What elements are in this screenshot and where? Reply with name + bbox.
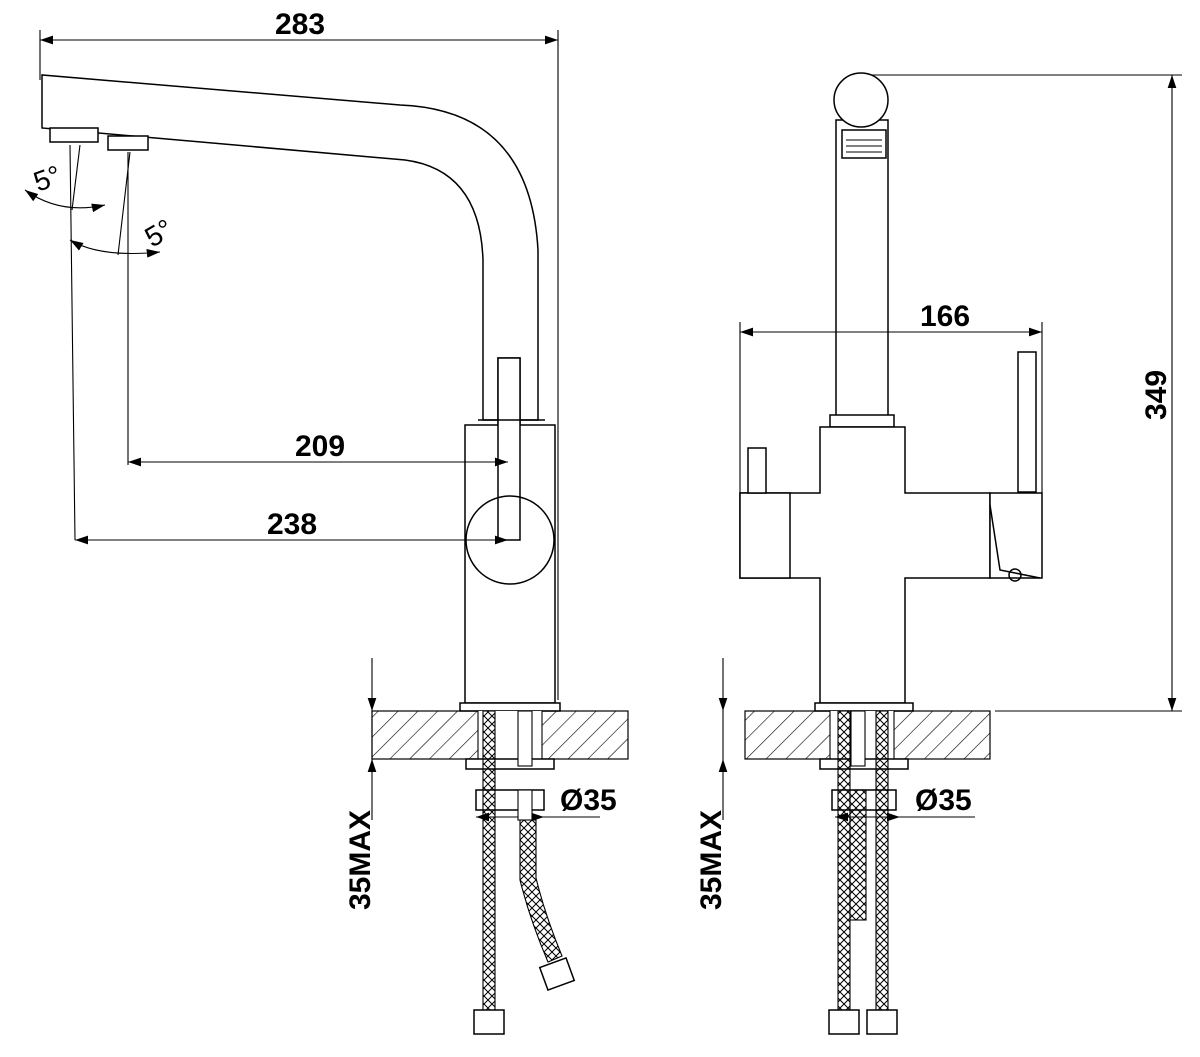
front-hose-nut-right <box>866 1009 898 1035</box>
aerator-right <box>107 135 149 151</box>
dim-166-label: 166 <box>920 300 970 333</box>
angle-arc-2 <box>69 239 161 258</box>
front-spout-head <box>833 72 889 128</box>
front-view: 349 166 35MAX <box>695 72 1182 1035</box>
angle-label-2: 5° <box>140 213 179 253</box>
angle-label-1: 5° <box>29 159 65 197</box>
dim-209-label: 209 <box>295 430 345 463</box>
front-filter-hose <box>849 789 867 921</box>
base-plate <box>459 702 561 712</box>
front-spout-column <box>835 119 889 426</box>
dim-283-label: 283 <box>275 8 325 41</box>
dim-349-label: 349 <box>1140 370 1173 420</box>
front-hose-right <box>875 710 889 1012</box>
dim-238-label: 238 <box>267 508 317 541</box>
mounting-nut <box>465 758 555 770</box>
front-right-lever <box>1017 351 1037 493</box>
front-left-handle <box>739 492 791 579</box>
front-hose-nut-left <box>828 1009 860 1035</box>
hose-left <box>482 710 496 1012</box>
max-thickness-label: 35MAX <box>344 810 377 910</box>
aerator-left <box>49 127 99 143</box>
front-spout-collar <box>829 414 895 428</box>
spout-body <box>41 74 539 421</box>
hose-nut-left <box>473 1009 505 1035</box>
front-hose-left <box>837 710 851 1012</box>
front-right-handle <box>989 492 1043 579</box>
front-base-plate <box>814 702 914 712</box>
front-max-thickness-label: 35MAX <box>695 810 728 910</box>
front-hole-dia-label: Ø35 <box>915 784 972 817</box>
hole-dia-label: Ø35 <box>560 784 617 817</box>
angle-arc-1 <box>24 189 106 213</box>
hose-nut-right <box>538 956 576 992</box>
hose-right <box>519 819 563 963</box>
front-aerator <box>841 129 887 159</box>
filter-hose-connector <box>517 789 533 821</box>
lever-handle-front <box>497 357 521 541</box>
front-left-lever <box>747 447 767 494</box>
side-view: 283 5° 5° 209 238 <box>24 8 629 1035</box>
